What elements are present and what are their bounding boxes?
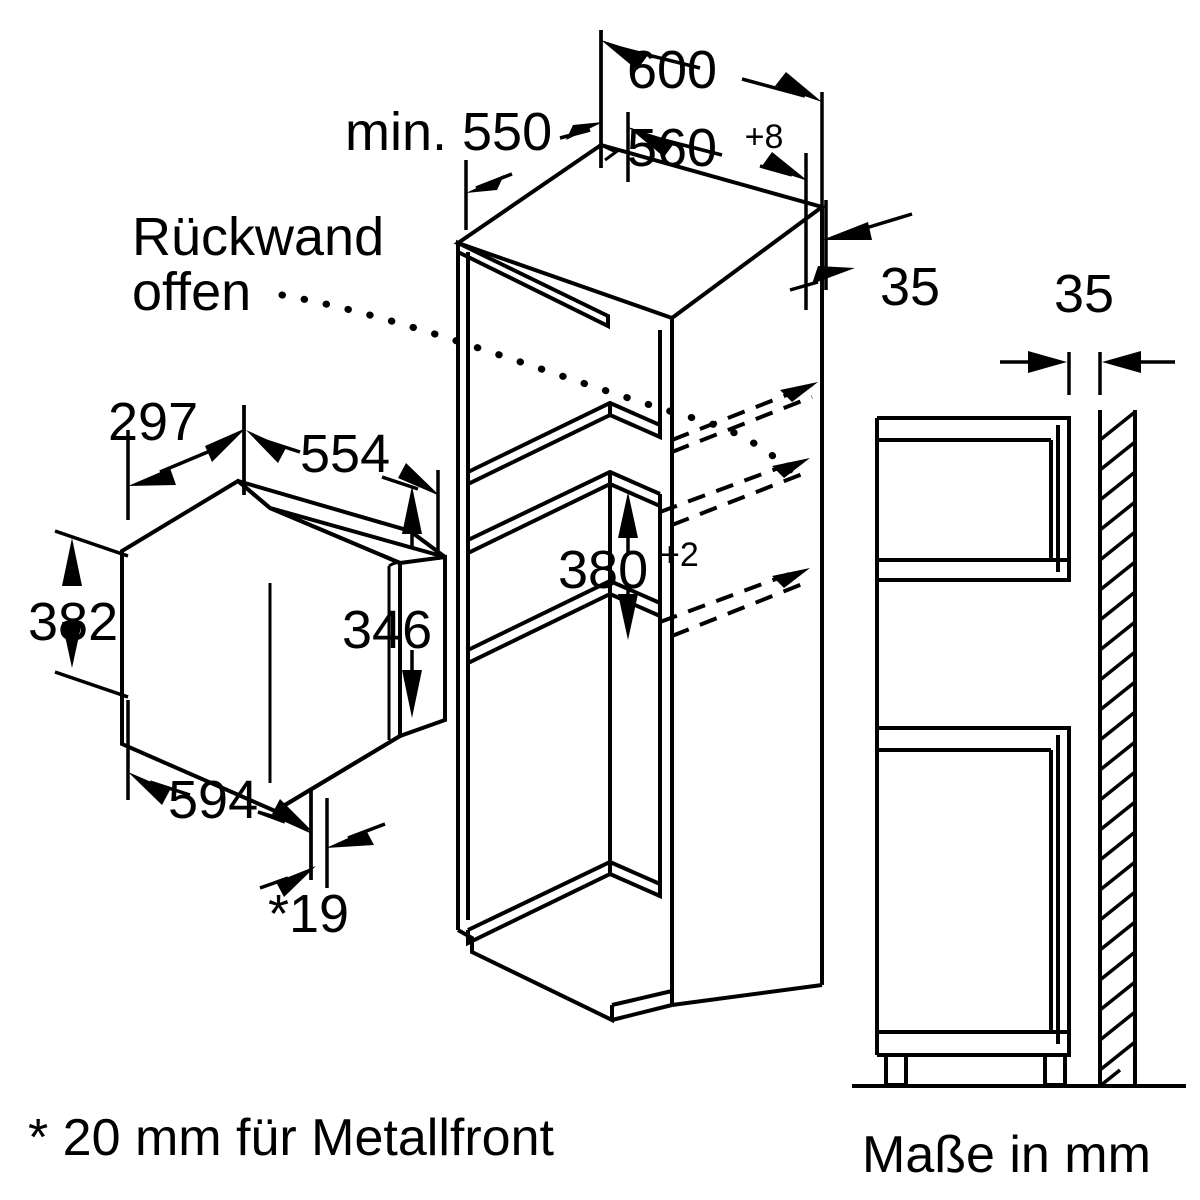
dim-label-600: 600 bbox=[627, 40, 717, 100]
dim-label-297: 297 bbox=[108, 392, 198, 452]
dim-label-560-tolerance: +8 bbox=[745, 118, 784, 156]
dim-label-346: 346 bbox=[342, 600, 432, 660]
callout-rear-wall-open: Rückwand offen bbox=[132, 207, 794, 474]
dim-label-min-550: min. 550 bbox=[345, 102, 552, 162]
dim-label-382: 382 bbox=[28, 592, 118, 652]
cabinet-isometric-view bbox=[453, 142, 827, 1024]
dimension-appliance-body-height-346: 346 bbox=[342, 486, 432, 718]
callout-line-1: Rückwand bbox=[132, 207, 384, 267]
dimension-niche-width-560: 560 +8 bbox=[626, 112, 808, 225]
dim-label-594: 594 bbox=[168, 770, 258, 830]
dim-label-380: 380 bbox=[558, 540, 648, 600]
callout-line-2: offen bbox=[132, 262, 251, 322]
dim-label-380-tolerance: +2 bbox=[660, 536, 699, 574]
dim-label-35-side: 35 bbox=[1054, 264, 1114, 324]
dimension-appliance-top-width-554: 554 bbox=[242, 405, 440, 560]
wall-hatching bbox=[1098, 410, 1137, 1088]
dim-label-554: 554 bbox=[300, 424, 390, 484]
callout-leader-dots bbox=[278, 291, 794, 474]
dimension-niche-height-380: 380 +2 bbox=[558, 492, 699, 640]
footnote-metal-front: * 20 mm für Metallfront bbox=[28, 1109, 554, 1167]
dimension-cabinet-width-600: 600 bbox=[599, 30, 824, 250]
dimension-niche-depth-min-550: min. 550 bbox=[345, 30, 603, 230]
dimension-appliance-height-382: 382 bbox=[28, 529, 129, 699]
dim-label-19: *19 bbox=[268, 884, 349, 944]
dimension-front-overhang-19: *19 bbox=[257, 790, 386, 944]
hidden-edges-rear-open bbox=[659, 383, 813, 638]
dim-label-560: 560 bbox=[627, 118, 717, 178]
dim-label-35-iso: 35 bbox=[880, 257, 940, 317]
dimension-rear-gap-35-side: 35 bbox=[1000, 264, 1175, 395]
dimension-appliance-depth-297: 297 bbox=[108, 392, 246, 520]
dimension-rear-gap-35-iso: 35 bbox=[789, 200, 940, 317]
units-note: Maße in mm bbox=[862, 1126, 1151, 1184]
dimension-appliance-width-594: 594 bbox=[126, 700, 313, 880]
cabinet-side-elevation-view bbox=[852, 410, 1186, 1088]
